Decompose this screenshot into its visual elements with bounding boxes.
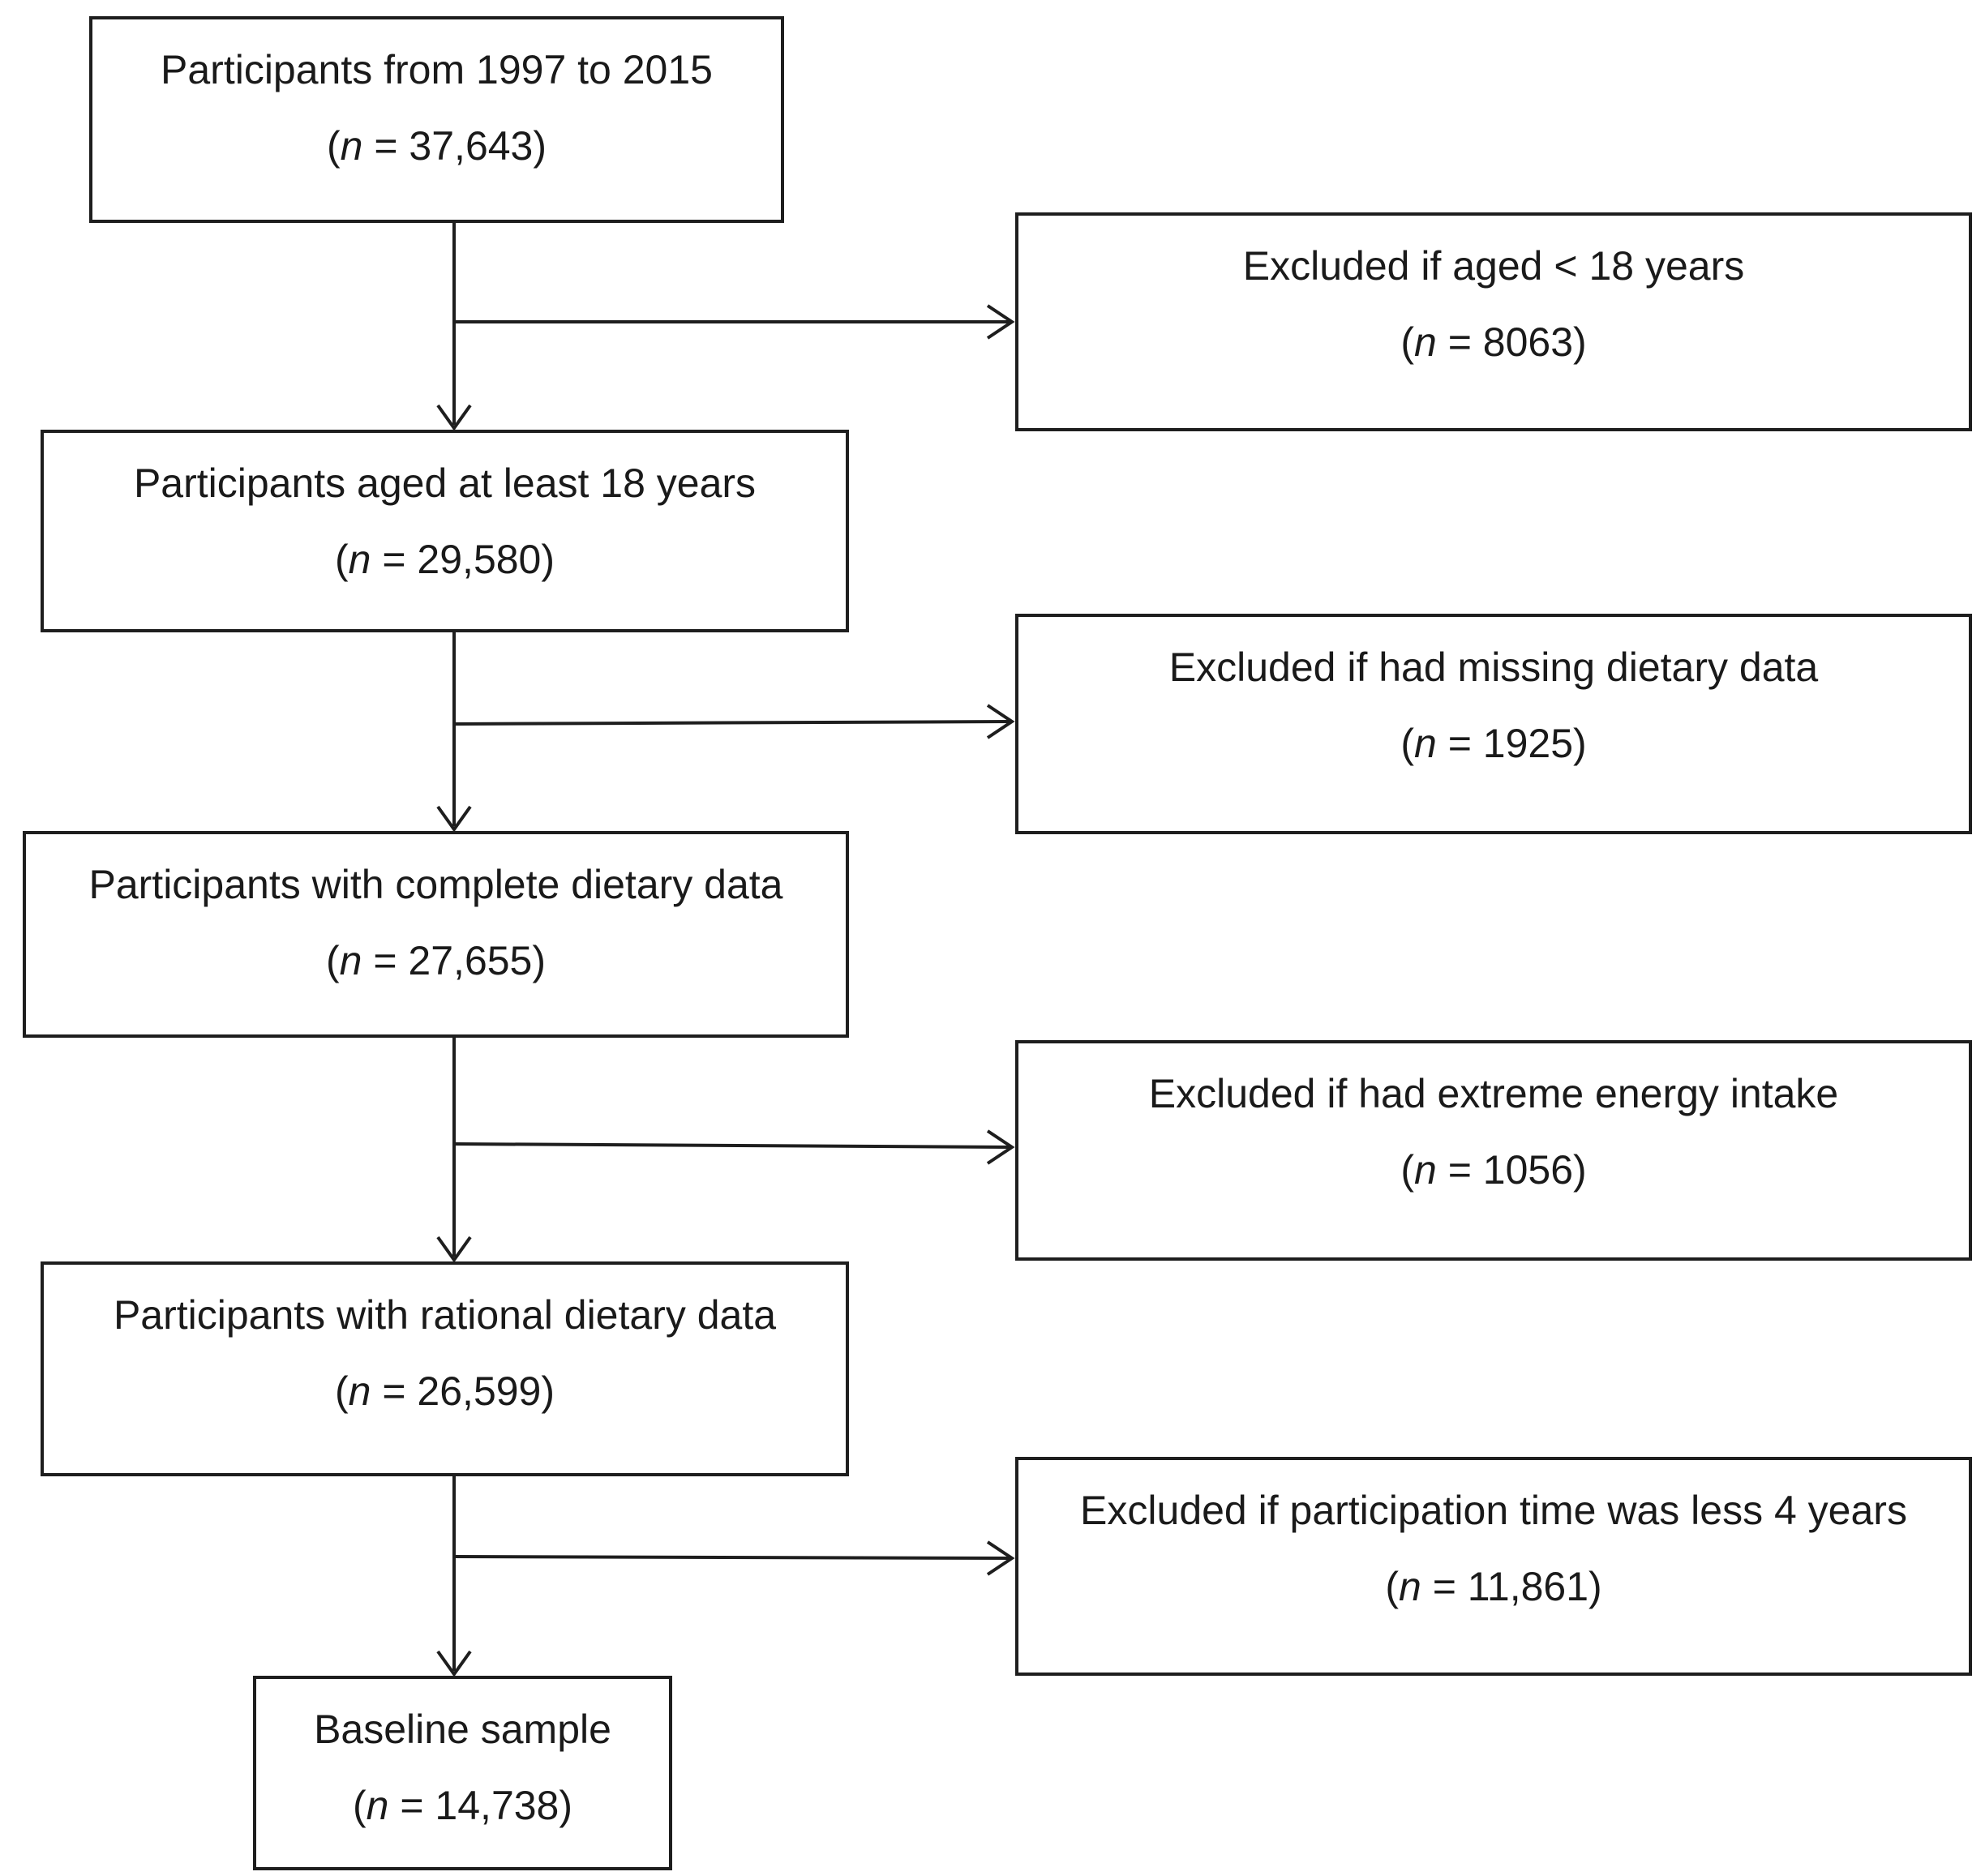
- flow-box-label: Baseline sample: [314, 1707, 611, 1752]
- trunk-arrowhead-3: [436, 1236, 472, 1263]
- branch-arrowhead-4: [986, 1540, 1015, 1576]
- flow-box-label: Participants aged at least 18 years: [133, 460, 757, 506]
- exclusion-box-label: Excluded if participation time was less …: [1080, 1488, 1907, 1533]
- exclusion-box-count: (n = 11,861): [1385, 1564, 1602, 1609]
- flow-box-count: (n = 27,655): [325, 938, 547, 983]
- trunk-arrowhead-2: [436, 805, 472, 833]
- branch-arrow-3: [453, 1142, 1011, 1149]
- exclusion-box-label: Excluded if had missing dietary data: [1168, 645, 1819, 690]
- flow-box-baseline-sample: Baseline sample (n = 14,738): [253, 1676, 672, 1870]
- flow-box-count: (n = 29,580): [334, 537, 555, 582]
- branch-arrowhead-1: [986, 304, 1015, 340]
- branch-arrow-2: [453, 720, 1011, 726]
- branch-arrow-4: [453, 1555, 1011, 1560]
- exclusion-box-count: (n = 1925): [1400, 721, 1587, 766]
- exclusion-box-missing-dietary-data: Excluded if had missing dietary data (n …: [1015, 614, 1972, 834]
- exclusion-box-under-18: Excluded if aged < 18 years (n = 8063): [1015, 212, 1972, 431]
- flow-box-complete-dietary-data: Participants with complete dietary data …: [23, 831, 849, 1038]
- flow-box-label: Participants with complete dietary data: [88, 862, 783, 907]
- exclusion-box-count: (n = 8063): [1400, 319, 1587, 365]
- flow-box-count: (n = 26,599): [334, 1368, 555, 1414]
- flow-box-rational-dietary-data: Participants with rational dietary data …: [41, 1261, 849, 1476]
- trunk-arrowhead-4: [436, 1650, 472, 1677]
- branch-arrowhead-2: [986, 704, 1015, 739]
- flow-box-label: Participants with rational dietary data: [113, 1292, 777, 1338]
- exclusion-box-count: (n = 1056): [1400, 1147, 1587, 1193]
- exclusion-box-label: Excluded if had extreme energy intake: [1148, 1071, 1839, 1116]
- exclusion-box-label: Excluded if aged < 18 years: [1242, 243, 1745, 289]
- exclusion-box-extreme-energy-intake: Excluded if had extreme energy intake (n…: [1015, 1040, 1972, 1261]
- exclusion-box-participation-under-4-years: Excluded if participation time was less …: [1015, 1457, 1972, 1676]
- flow-box-aged-18-plus: Participants aged at least 18 years (n =…: [41, 430, 849, 632]
- trunk-arrowhead-1: [436, 404, 472, 431]
- flow-box-count: (n = 37,643): [326, 123, 547, 169]
- flow-box-count: (n = 14,738): [352, 1783, 573, 1828]
- branch-arrowhead-3: [986, 1129, 1015, 1165]
- flow-box-participants-1997-2015: Participants from 1997 to 2015 (n = 37,6…: [89, 16, 784, 223]
- flow-box-label: Participants from 1997 to 2015: [161, 47, 713, 92]
